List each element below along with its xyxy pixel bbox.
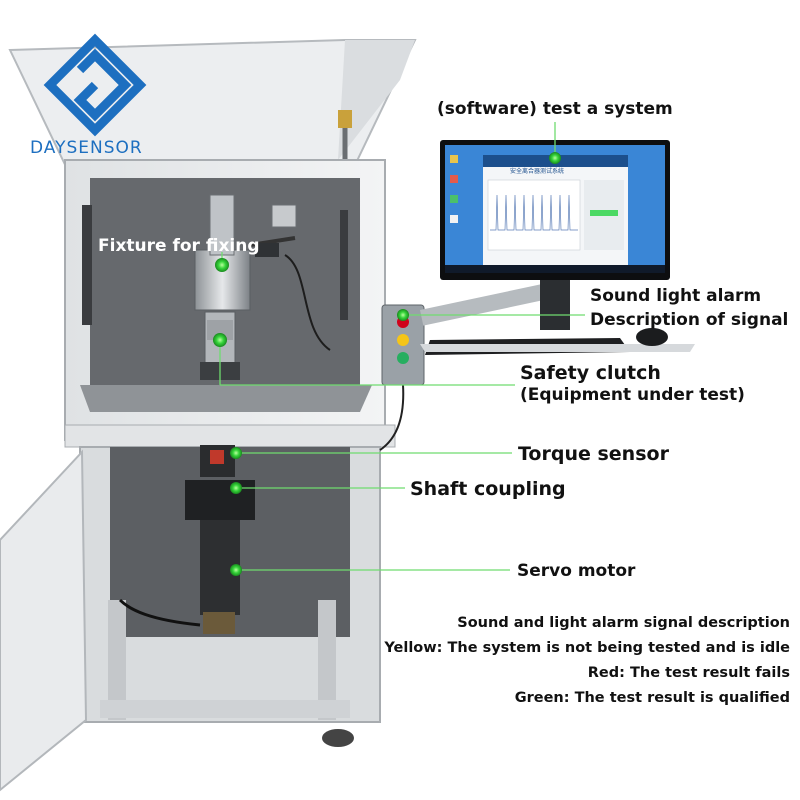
- coupling-block: [185, 480, 255, 520]
- clutch-spring: [207, 320, 233, 340]
- motor-end: [203, 612, 235, 634]
- marker-alarm: [397, 309, 409, 321]
- legend-title: Sound and light alarm signal description: [457, 615, 790, 631]
- side-strut-left: [82, 205, 92, 325]
- lamp-green: [397, 352, 409, 364]
- leader-lines: [219, 122, 585, 571]
- brand-logo-icon: [43, 33, 147, 137]
- motor-cable: [118, 598, 201, 627]
- brand-name: DAYSENSOR: [30, 138, 143, 158]
- label-alarm: Sound light alarm: [590, 286, 762, 306]
- marker-clutch: [213, 333, 227, 347]
- marker-torque: [230, 447, 242, 459]
- fixture-bracket: [271, 204, 297, 228]
- software-window-title: 安全离合器测试系统: [510, 168, 565, 175]
- frame-bar-right: [318, 600, 336, 720]
- sensor-cable: [284, 254, 331, 351]
- chamber-floor: [80, 385, 372, 412]
- software-chart-area: [487, 179, 581, 251]
- label-equipment: (Equipment under test): [520, 385, 745, 405]
- lid-edge: [338, 40, 415, 160]
- mouse: [636, 328, 668, 346]
- taskbar: [445, 265, 665, 273]
- monitor-arm: [420, 280, 561, 326]
- arm-post: [540, 280, 570, 330]
- label-coupling: Shaft coupling: [410, 478, 566, 500]
- label-torque: Torque sensor: [518, 443, 669, 465]
- control-cable: [379, 384, 405, 451]
- label-signal: Description of signal: [590, 310, 789, 330]
- software-ok-indicator: [590, 210, 618, 216]
- caster: [322, 729, 354, 747]
- marker-fixture: [215, 258, 229, 272]
- label-software: (software) test a system: [437, 99, 673, 119]
- lid-hinge: [338, 110, 352, 128]
- marker-servo: [230, 564, 242, 576]
- side-strut-right: [340, 210, 348, 320]
- desktop-icon: [450, 155, 458, 163]
- legend-yellow: Yellow: The system is not being tested a…: [384, 640, 790, 656]
- frame-bottom: [100, 700, 350, 718]
- label-fixture: Fixture for fixing: [98, 236, 260, 256]
- desktop-icon: [450, 195, 458, 203]
- fixture-top: [209, 194, 235, 256]
- legend-red: Red: The test result fails: [587, 665, 790, 681]
- marker-software: [549, 152, 561, 164]
- middle-shelf: [64, 424, 396, 448]
- software-waveform: [490, 194, 578, 231]
- keyboard-tray: [420, 344, 695, 352]
- fixture-block: [255, 243, 279, 257]
- label-clutch: Safety clutch: [520, 362, 661, 384]
- desktop-icon: [450, 215, 458, 223]
- frame-bar-left: [108, 600, 126, 720]
- label-servo: Servo motor: [517, 561, 636, 581]
- lower-door: [0, 449, 88, 792]
- marker-coupling: [230, 482, 242, 494]
- desktop-icon: [450, 175, 458, 183]
- lamp-yellow: [397, 334, 409, 346]
- torque-sensor-label: [210, 450, 224, 464]
- legend-green: Green: The test result is qualified: [514, 690, 790, 706]
